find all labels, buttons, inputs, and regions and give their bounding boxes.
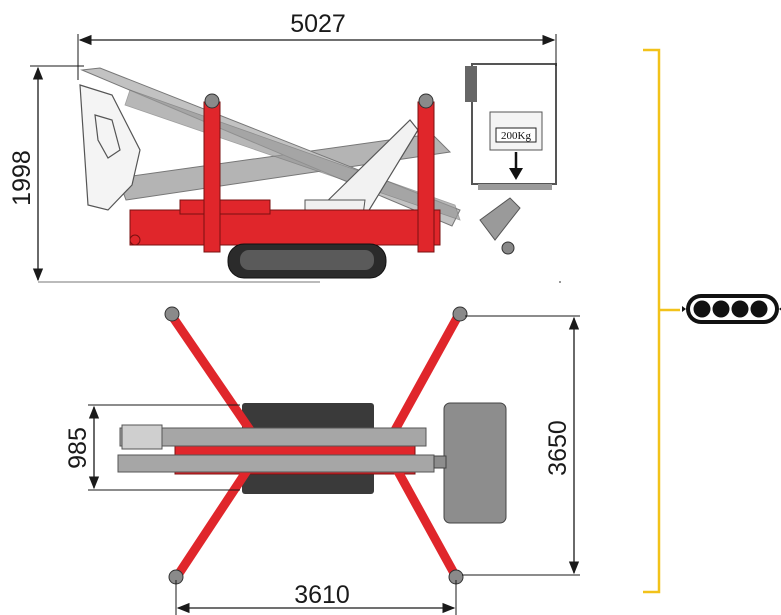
- side-view: 200Kg: [38, 63, 561, 283]
- outrigger-span-y-value: 3650: [544, 420, 572, 476]
- body-width-value: 985: [64, 427, 92, 469]
- body-width-dimension: 985: [64, 404, 240, 491]
- outrigger-span-x-value: 3610: [294, 581, 350, 609]
- track-icon: [682, 294, 781, 324]
- length-dimension: 5027: [77, 10, 557, 80]
- length-value: 5027: [290, 10, 346, 38]
- height-value: 1998: [8, 150, 36, 206]
- outrigger-span-y-dimension: 3650: [462, 315, 580, 576]
- height-dimension: 1998: [8, 65, 84, 282]
- yellow-bracket: [643, 48, 680, 594]
- top-view: [117, 306, 507, 585]
- load-label: 200Kg: [501, 130, 531, 142]
- outrigger-span-x-dimension: 3610: [175, 580, 457, 615]
